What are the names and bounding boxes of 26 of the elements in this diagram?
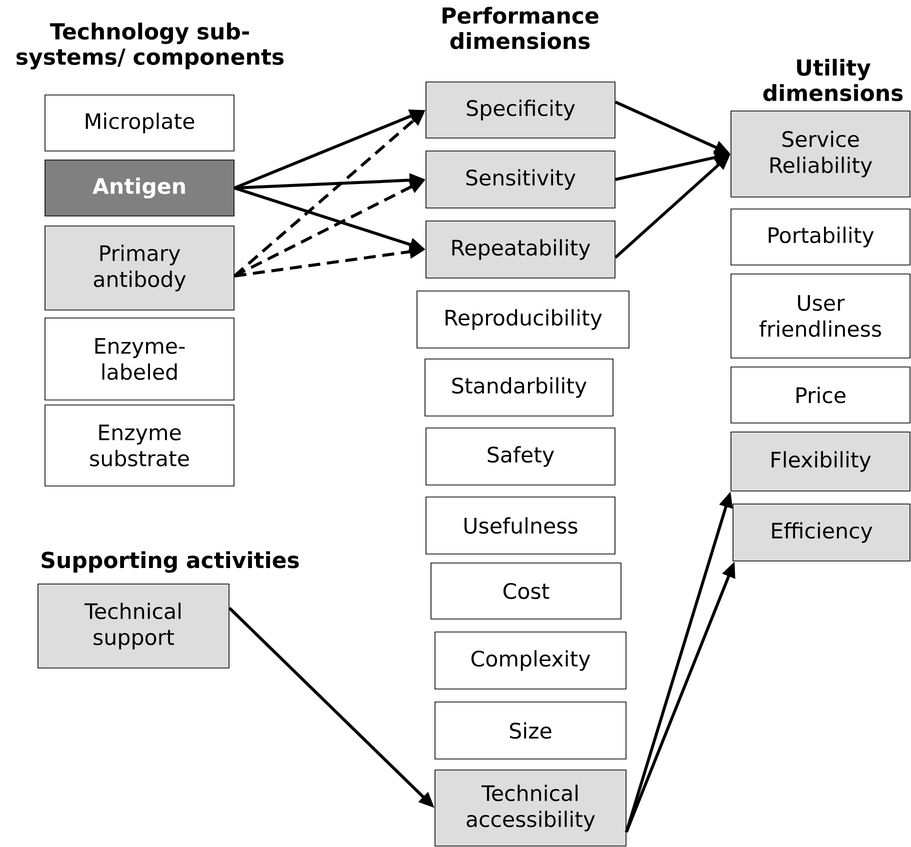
text-box: Specificity <box>426 82 616 138</box>
heading: Technology sub- systems/ components <box>16 22 284 70</box>
heading: Supporting activities <box>42 551 299 573</box>
text-box: Technical support <box>38 584 230 668</box>
heading: Performance dimensions <box>442 6 598 50</box>
text-box: Enzyme substrate <box>44 404 234 486</box>
text-box: Complexity <box>434 632 626 690</box>
text-box: Usefulness <box>426 496 616 554</box>
text-box: Cost <box>430 562 622 620</box>
text-box: Enzyme-labeled <box>44 318 234 400</box>
text-box: Microplate <box>44 94 234 152</box>
text-box: Flexibility <box>730 432 910 492</box>
text-box: Service Reliability <box>730 110 910 198</box>
text-box: Technical accessibility <box>434 770 626 846</box>
text-box: Safety <box>426 428 616 486</box>
text-box: User friendliness <box>730 274 910 358</box>
text-box: Reproducibility <box>416 290 630 348</box>
text-box: Portability <box>730 208 910 266</box>
text-box: Antigen <box>44 160 234 216</box>
text-box: Sensitivity <box>426 150 616 208</box>
text-box: Size <box>434 702 626 760</box>
text-box: Repeatability <box>426 220 616 278</box>
text-box: Standarbility <box>424 358 614 416</box>
text-box: Primary antibody <box>44 226 234 310</box>
text-box: Price <box>730 366 910 424</box>
text-box: Efficiency <box>732 504 910 562</box>
